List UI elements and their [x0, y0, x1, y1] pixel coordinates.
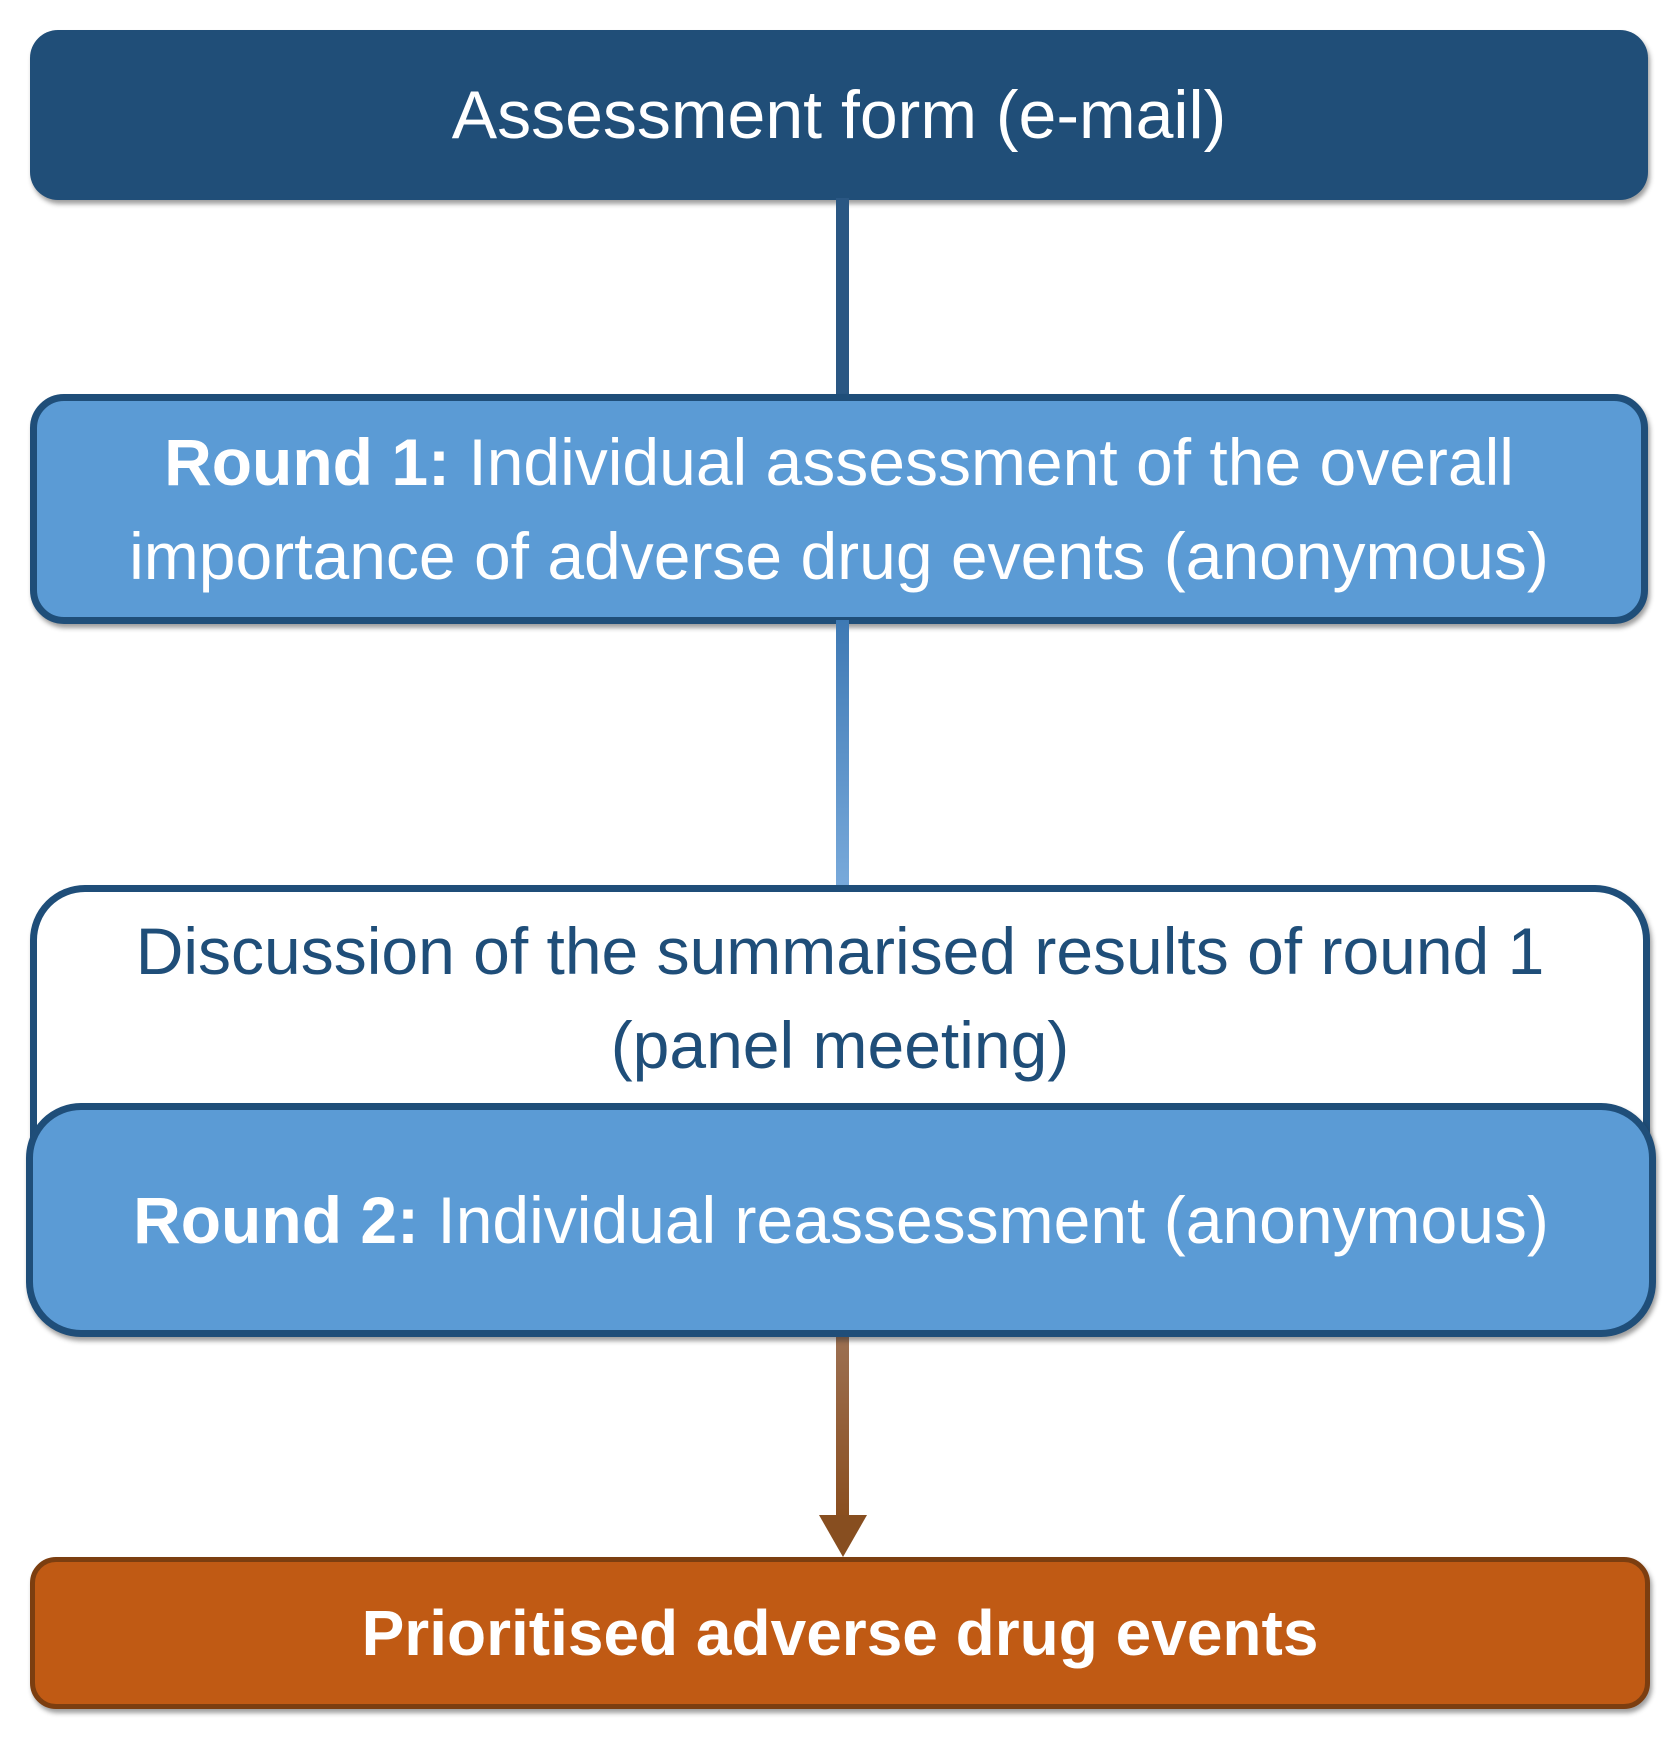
- arrow-round2-to-prioritised-shaft: [836, 1337, 849, 1517]
- node-prioritised: Prioritised adverse drug events: [30, 1557, 1650, 1709]
- node-discussion-line2: (panel meeting): [610, 1008, 1070, 1082]
- node-discussion-line1: Discussion of the summarised results of …: [135, 914, 1545, 988]
- node-round2-line1: Round 2: Individual reassessment (anonym…: [133, 1173, 1549, 1267]
- node-round2: Round 2: Individual reassessment (anonym…: [26, 1103, 1656, 1337]
- node-round1-label-bold: Round 1:: [164, 425, 451, 499]
- node-round1-line2: importance of adverse drug events (anony…: [129, 519, 1549, 593]
- node-assessment-form: Assessment form (e-mail): [30, 30, 1648, 200]
- connector-assessment-to-round1: [836, 198, 849, 398]
- connector-round1-to-discussion: [836, 620, 849, 888]
- node-round1-label-rest: Individual assessment of the overall: [450, 425, 1514, 499]
- node-round1-line1: Round 1: Individual assessment of the ov…: [164, 415, 1514, 509]
- node-round2-label-rest: Individual reassessment (anonymous): [419, 1183, 1549, 1257]
- node-assessment-form-label: Assessment form (e-mail): [451, 77, 1227, 153]
- arrow-down-head-icon: [819, 1515, 867, 1557]
- node-prioritised-label: Prioritised adverse drug events: [361, 1597, 1319, 1669]
- node-round1: Round 1: Individual assessment of the ov…: [30, 394, 1648, 624]
- node-round2-label-bold: Round 2:: [133, 1183, 420, 1257]
